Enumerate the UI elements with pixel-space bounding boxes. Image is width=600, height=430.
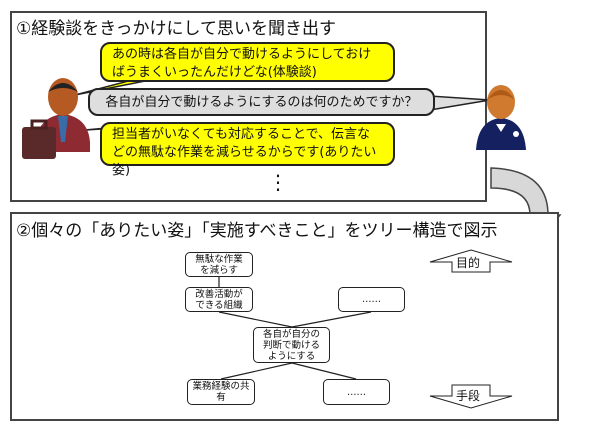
bubble-ideal: 担当者がいなくても対応することで、伝言などの無駄な作業を減らせるからです(ありた…: [100, 122, 395, 178]
panel1-title: ①経験談をきっかけにして思いを聞き出す: [16, 19, 337, 39]
bubble-question: 各自が自分で動けるようにするのは何のためですか？: [88, 88, 435, 116]
node-other-top: ……: [338, 287, 405, 312]
node-improvement-org: 改善活動ができる組織: [185, 287, 253, 312]
node-reduce-waste: 無駄な作業を減らす: [185, 252, 253, 277]
listener-icon: [476, 85, 526, 150]
means-label: 手段: [456, 389, 481, 403]
panel2-title: ②個々の「ありたい姿」「実施すべきこと」をツリー構造で図示: [16, 221, 498, 241]
bubble-experience: あの時は各自が自分で動けるようにしておけばうまくいったんだけどな(体験談): [100, 42, 395, 82]
node-center: 各自が自分の判断で動けるようにする: [253, 327, 330, 363]
node-other-bottom: ……: [323, 379, 390, 405]
businessman-icon: [22, 78, 90, 159]
continuation-ellipsis: ⋮: [268, 170, 288, 194]
purpose-label: 目的: [456, 256, 481, 270]
node-share-experience: 業務経験の共有: [187, 379, 255, 405]
